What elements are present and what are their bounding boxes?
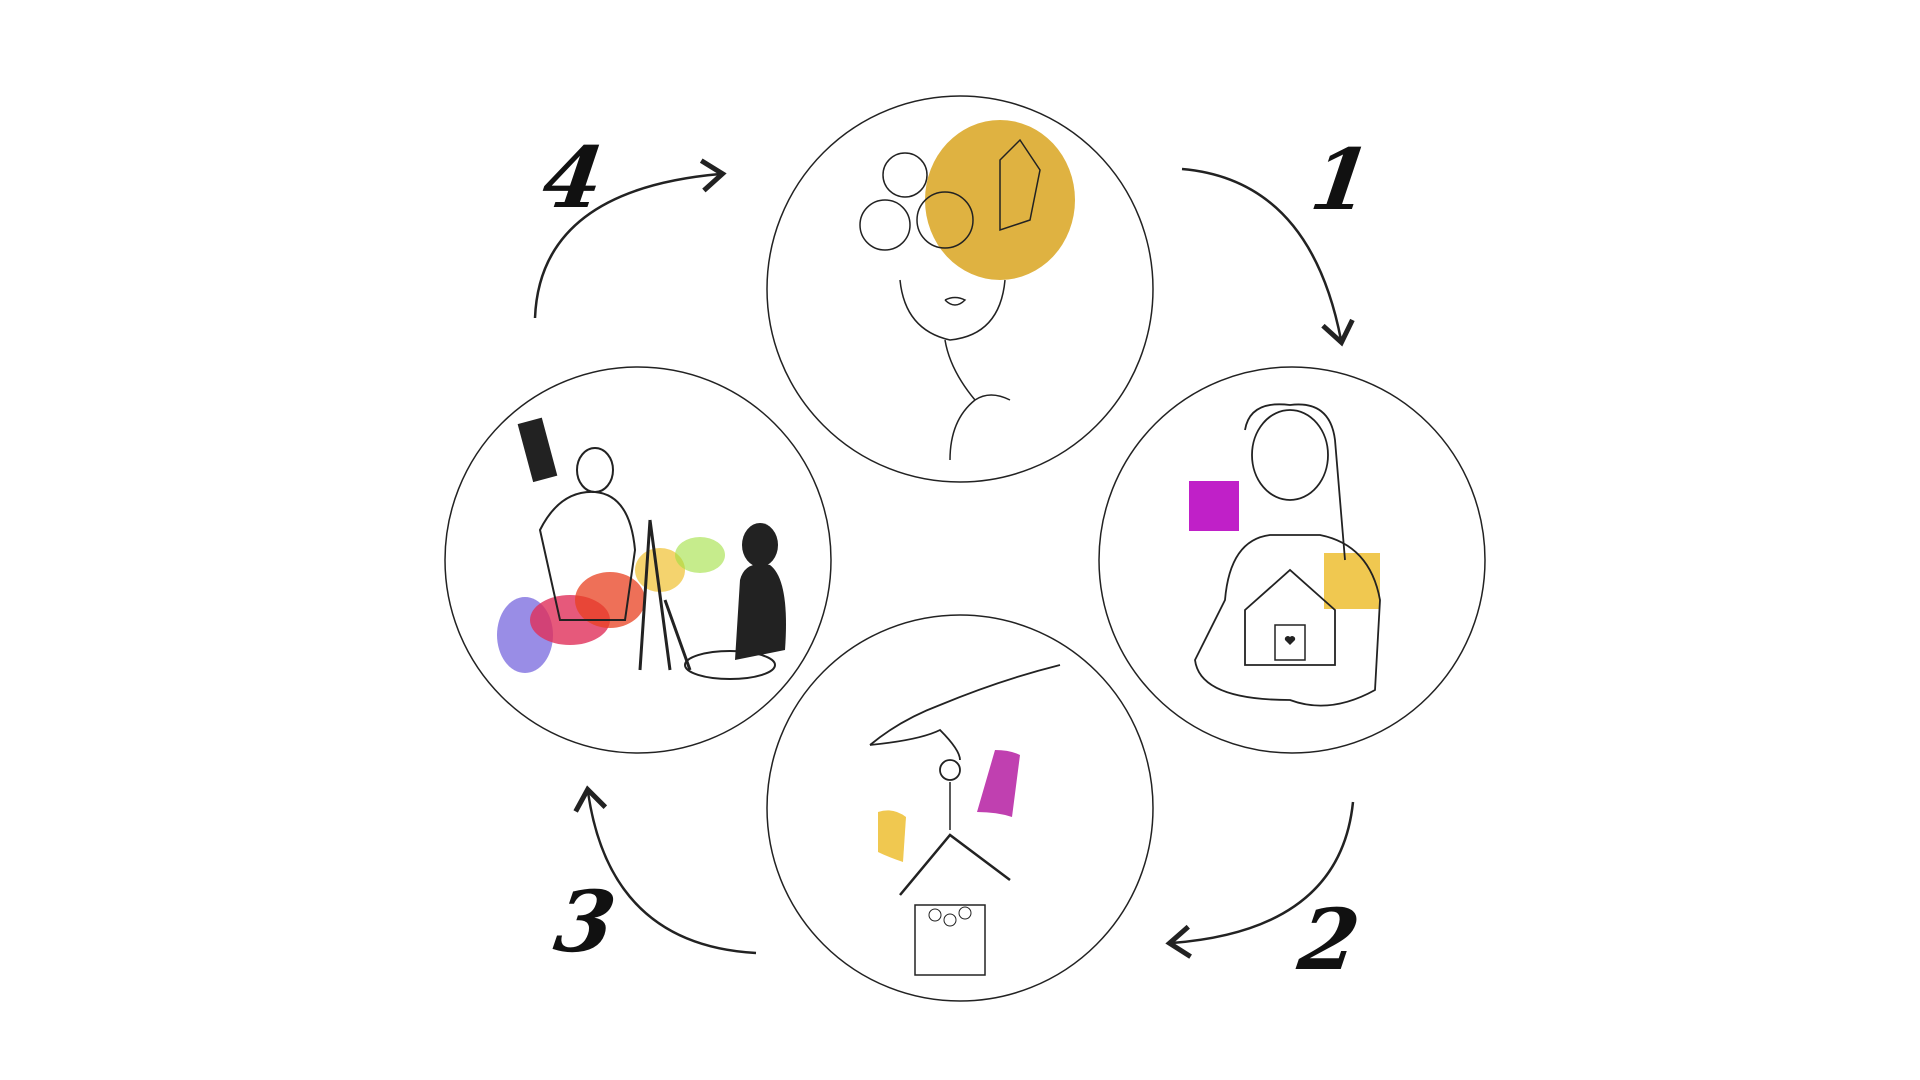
arrow-1 <box>1181 167 1355 347</box>
woman-hugging-house-illustration <box>1189 403 1381 707</box>
circle-bottom <box>766 614 1154 1002</box>
flower-head-woman-illustration <box>859 120 1075 461</box>
photographer-painter-illustration <box>497 417 786 680</box>
hand-coin-family-illustration <box>869 664 1061 976</box>
arrow-3 <box>573 785 757 955</box>
arrow-4 <box>533 158 727 319</box>
arrow-2 <box>1165 801 1355 959</box>
circle-right <box>1098 366 1486 754</box>
